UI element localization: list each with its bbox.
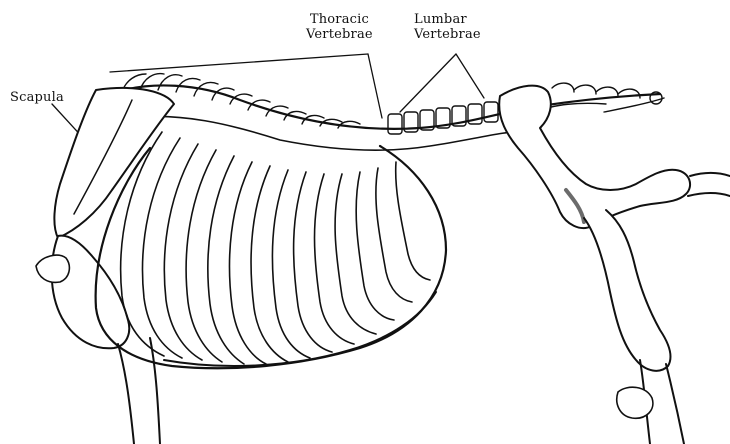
- humerus: [52, 236, 130, 349]
- sternum: [164, 292, 436, 366]
- tibia-rear-edge: [666, 364, 684, 444]
- thoracic-vertebrae-label: Thoracic Vertebrae: [306, 12, 373, 42]
- rib-cage-outline: [96, 146, 446, 368]
- pelvis: [499, 86, 690, 228]
- lumbar-leader-line-right: [456, 54, 484, 98]
- scapula: [54, 88, 174, 238]
- ribs: [121, 132, 430, 364]
- lumbar-vertebrae-label: Lumbar Vertebrae: [414, 12, 481, 42]
- tail-root: [690, 173, 730, 176]
- thoracic-label-line-1: Thoracic: [306, 12, 373, 27]
- lumbar-leader-line-left: [400, 54, 456, 112]
- lumbar-label-line-1: Lumbar: [414, 12, 481, 27]
- scapula-label-text: Scapula: [10, 90, 64, 105]
- tail-root-lower: [688, 193, 730, 196]
- olecranon: [36, 255, 69, 282]
- thoracic-label-line-2: Vertebrae: [306, 27, 373, 42]
- thoracic-leader-line-right: [368, 54, 382, 118]
- vertebral-column: [110, 85, 660, 128]
- scapula-label: Scapula: [10, 90, 64, 105]
- forelimb: [118, 344, 134, 444]
- femur: [584, 210, 670, 371]
- thoracic-leader-line-left: [110, 54, 368, 72]
- lumbar-label-line-2: Vertebrae: [414, 27, 481, 42]
- hock: [617, 387, 653, 418]
